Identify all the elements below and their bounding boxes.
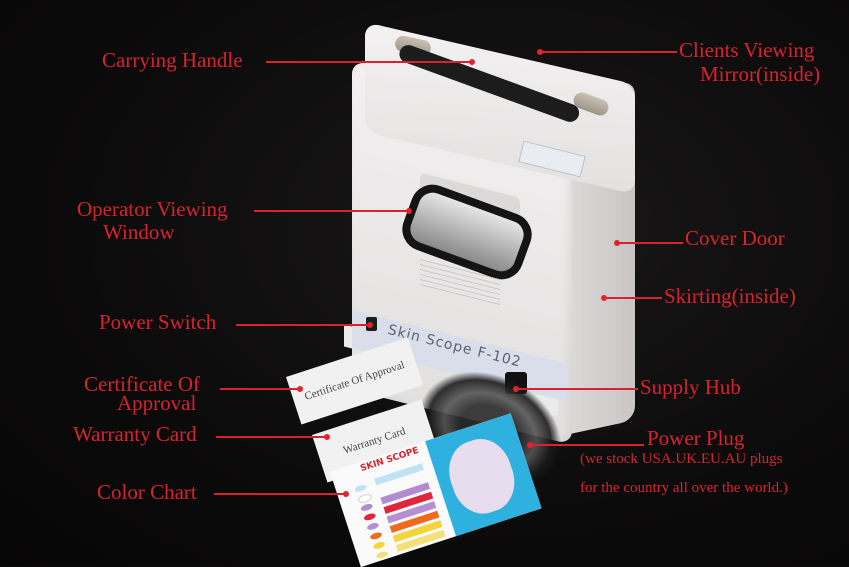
callout-operator-window-line2: Window (103, 220, 175, 244)
leader-line (220, 388, 298, 390)
callout-cover-door: Cover Door (685, 226, 785, 250)
leader-dot (406, 208, 412, 214)
callout-operator-window-line1: Operator Viewing (77, 197, 228, 221)
leader-line (254, 210, 410, 212)
leader-dot (527, 442, 533, 448)
callout-color-chart: Color Chart (97, 480, 197, 504)
callout-carrying-handle: Carrying Handle (102, 48, 243, 72)
leader-line (214, 493, 344, 495)
leader-dot (469, 59, 475, 65)
leader-dot (324, 434, 330, 440)
chart-oval (366, 521, 380, 532)
leader-line (236, 324, 370, 326)
chart-oval (357, 492, 373, 505)
leader-dot (614, 240, 620, 246)
chart-oval (353, 483, 368, 494)
leader-line (604, 297, 662, 299)
callout-certificate-line1: Certificate Of (84, 372, 201, 396)
leader-line (617, 242, 683, 244)
leader-line (216, 436, 326, 438)
callout-power-plug-note-line2: for the country all over the world.) (580, 480, 788, 496)
callout-clients-mirror-line1: Clients Viewing (679, 38, 815, 62)
chart-oval (360, 502, 374, 513)
callout-power-plug: Power Plug (647, 426, 745, 450)
chart-oval (375, 550, 389, 560)
leader-line (266, 61, 472, 63)
leader-line (516, 388, 638, 390)
chart-oval (372, 540, 386, 551)
callout-skirting: Skirting(inside) (664, 284, 796, 308)
leader-dot (513, 386, 519, 392)
chart-oval (363, 512, 377, 522)
leader-dot (297, 386, 303, 392)
callout-power-switch: Power Switch (99, 310, 217, 334)
leader-dot (537, 49, 543, 55)
leader-dot (343, 491, 349, 497)
leader-dot (367, 322, 373, 328)
chart-oval (369, 531, 383, 541)
callout-certificate-line2: Approval (117, 391, 197, 415)
callout-supply-hub: Supply Hub (640, 375, 741, 399)
leader-dot (601, 295, 607, 301)
callout-power-plug-note-line1: (we stock USA.UK.EU.AU plugs (580, 451, 783, 467)
callout-warranty-card: Warranty Card (73, 422, 197, 446)
leader-line (530, 444, 644, 446)
leader-line (541, 51, 677, 53)
callout-clients-mirror-line2: Mirror(inside) (700, 62, 821, 86)
